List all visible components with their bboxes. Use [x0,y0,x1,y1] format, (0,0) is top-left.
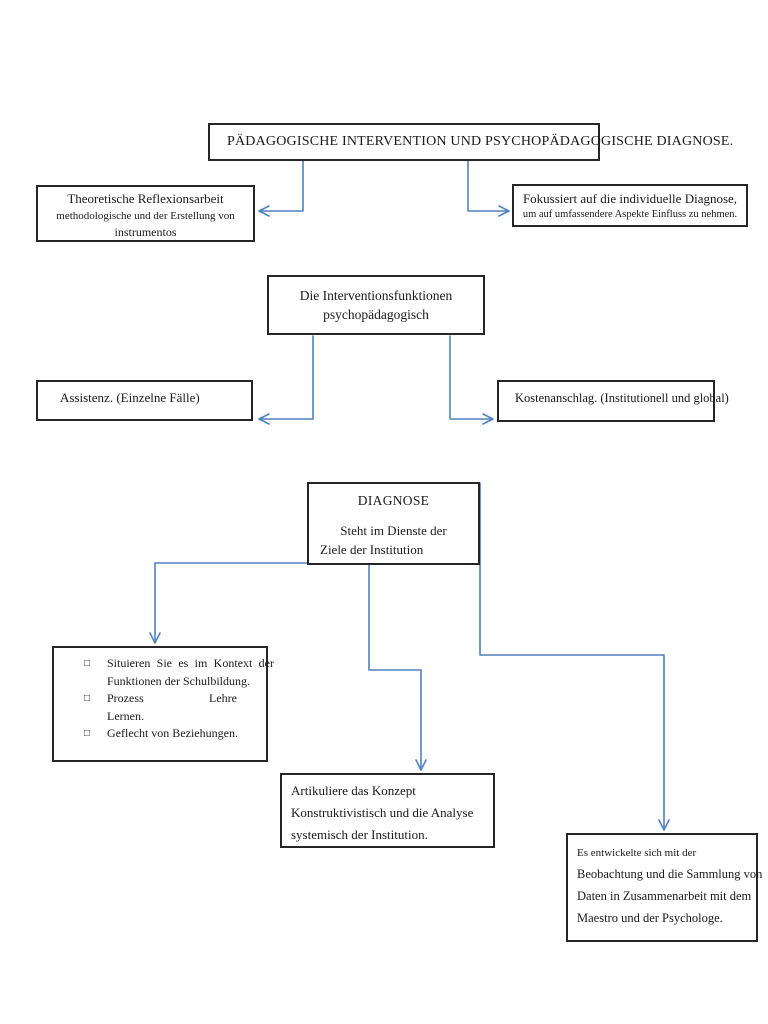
connector-diagnose-to-bullets [154,562,308,641]
box-text-line: Fokussiert auf die individuelle Diagnose… [522,191,738,206]
kontext-bullet-list-box: □ Situieren Sie es im Kontext der Funkti… [52,646,274,762]
checkbox-bullet-icon: □ [84,728,91,739]
theoretische-reflexionsarbeit-box: Theoretische Reflexionsarbeit methodolog… [36,185,255,242]
beobachtung-sammlung-box: Es entwickelte sich mit der Beobachtung … [566,833,763,942]
arrowhead-left-icon [258,413,270,425]
box-text-line: instrumentos [114,225,177,239]
box-text-line: Konstruktivistisch und die Analyse [291,805,474,820]
arrowhead-right-icon [482,413,494,425]
interventionsfunktionen-box: Die Interventionsfunktionen psychopädago… [267,275,485,335]
list-item-line: Prozess Lehre [107,690,237,708]
list-item-word: Lehre [209,691,237,705]
box-text-line: systemisch der Institution. [291,827,428,842]
box-text-line: Maestro und der Psychologe. [577,911,723,925]
box-text-line: Die Interventionsfunktionen [299,288,453,303]
box-text-line: Beobachtung und die Sammlung von [577,867,763,881]
box-text-line: Es entwickelte sich mit der [577,847,697,859]
arrowhead-down-icon [149,632,161,644]
checkbox-bullet-icon: □ [84,658,91,669]
box-text-line: methodologische und der Erstellung von [56,210,235,222]
diagnose-box: DIAGNOSE Steht im Dienste der Ziele der … [307,482,480,565]
list-item-line: Lernen. [107,708,144,723]
connector-diagnose-to-entwickelte [479,482,665,828]
list-item-line: Situieren Sie es im Kontext der [107,656,274,670]
connector-title-to-theoretische [260,160,304,212]
list-item-text: Prozess Lehre Lernen. [107,690,237,725]
fokussiert-diagnose-box: Fokussiert auf die individuelle Diagnose… [512,184,748,227]
box-text-line: Ziele der Institution [320,542,424,557]
list-item-word: Prozess [107,691,144,705]
list-item: □ Geflecht von Beziehungen. [54,725,266,743]
box-text-line: Theoretische Reflexionsarbeit [67,191,224,206]
box-text-line: Kostenanschlag. (Institutionell und glob… [515,391,729,405]
checkbox-bullet-icon: □ [84,693,91,704]
arrowhead-left-icon [258,205,270,217]
box-text-line: Steht im Dienste der [340,523,447,538]
arrowhead-down-icon [415,759,427,771]
box-text-block: Es entwickelte sich mit der Beobachtung … [568,835,763,929]
arrowhead-down-icon [658,819,670,831]
diagram-title: PÄDAGOGISCHE INTERVENTION UND PSYCHOPÄDA… [227,134,734,149]
box-text-line: Assistenz. (Einzelne Fälle) [60,390,200,405]
title-box: PÄDAGOGISCHE INTERVENTION UND PSYCHOPÄDA… [208,123,734,161]
arrowhead-right-icon [498,205,510,217]
kostenanschlag-box: Kostenanschlag. (Institutionell und glob… [497,380,729,422]
artikuliere-konzept-box: Artikuliere das Konzept Konstruktivistis… [280,773,495,848]
box-text-line: psychopädagogisch [323,307,429,322]
list-item-line: Funktionen der Schulbildung. [107,673,250,688]
list-item-text: Geflecht von Beziehungen. [107,725,238,743]
diagnose-heading: DIAGNOSE [357,493,430,508]
list-item: □ Situieren Sie es im Kontext der Funkti… [54,655,274,690]
connector-interventionen-to-assistenz [260,335,314,420]
box-text-line: Artikuliere das Konzept [291,783,416,798]
connector-interventionen-to-kostenanschlag [449,335,492,420]
list-item-text: Situieren Sie es im Kontext der Funktion… [107,655,274,690]
list-item: □ Prozess Lehre Lernen. [54,690,266,725]
list-item-line: Geflecht von Beziehungen. [107,726,238,740]
assistenz-box: Assistenz. (Einzelne Fälle) [36,380,253,421]
box-text-line: um auf umfassendere Aspekte Einfluss zu … [522,209,738,220]
box-text-line: Daten in Zusammenarbeit mit dem [577,889,752,903]
connector-diagnose-to-artikuliere [368,564,422,768]
connector-title-to-fokussiert [467,160,508,212]
